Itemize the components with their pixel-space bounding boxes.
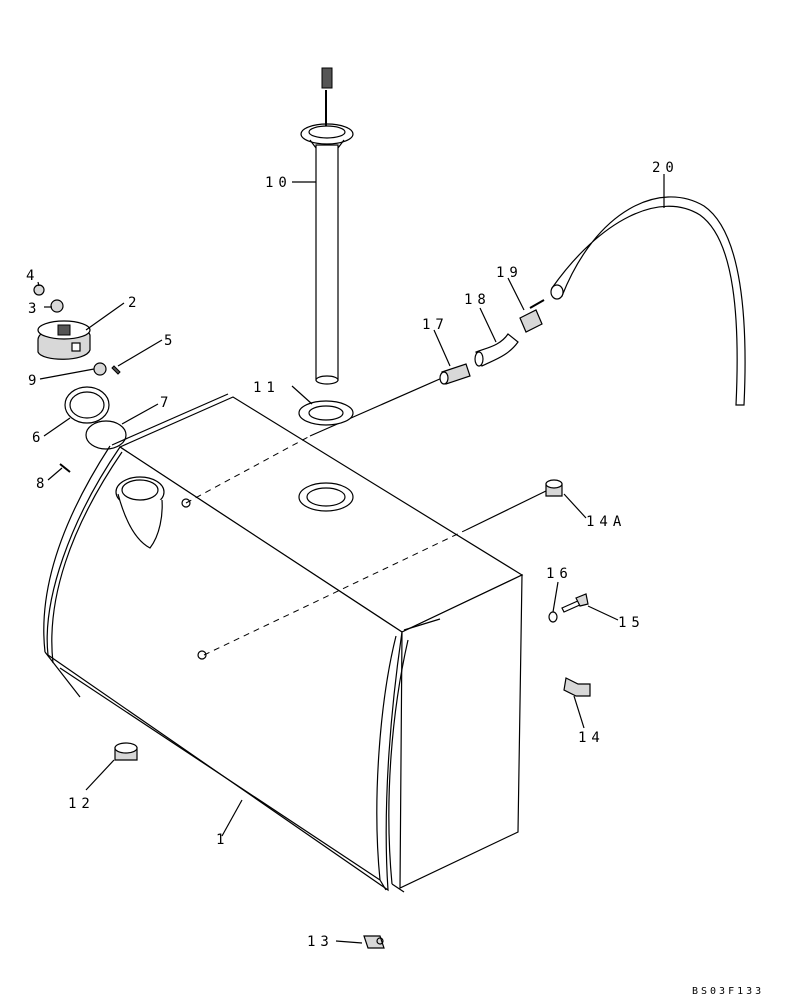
callout-11: 11 xyxy=(253,380,280,396)
elbow-13 xyxy=(363,935,385,949)
callout-12: 12 xyxy=(68,796,95,812)
callout-5: 5 xyxy=(164,333,177,349)
callout-9: 9 xyxy=(28,373,41,389)
snap-ring-7 xyxy=(85,420,127,450)
fuel-sender-10 xyxy=(300,67,354,385)
plug-12 xyxy=(114,742,138,761)
callout-17: 17 xyxy=(422,317,449,333)
pin-8 xyxy=(59,463,71,473)
screw-5 xyxy=(111,365,121,375)
callout-8: 8 xyxy=(36,476,49,492)
leader-lines xyxy=(185,377,549,656)
callout-4: 4 xyxy=(26,268,39,284)
callout-1: 1 xyxy=(216,832,229,848)
fuel-hose-20 xyxy=(550,196,746,406)
hose-elbow-18 xyxy=(474,333,519,367)
callout-13: 13 xyxy=(307,934,334,950)
callout-19: 19 xyxy=(496,265,523,281)
sender-port xyxy=(298,482,354,512)
cap-screw-3 xyxy=(50,299,64,313)
callout-14: 14 xyxy=(578,730,605,746)
callout-18: 18 xyxy=(464,292,491,308)
callout-7: 7 xyxy=(160,395,173,411)
shutoff-valve-19 xyxy=(519,299,545,333)
gasket-11 xyxy=(298,400,354,426)
callout-3: 3 xyxy=(28,301,41,317)
gasket-ring-6 xyxy=(64,386,110,424)
nut-4 xyxy=(33,284,45,296)
callout-14A: 14A xyxy=(586,514,626,530)
callout-6: 6 xyxy=(32,430,45,446)
bolt-15 xyxy=(561,593,589,613)
callout-leaders xyxy=(37,174,665,944)
fuel-tank xyxy=(43,393,524,893)
filler-cap-2 xyxy=(37,320,91,360)
washer-16 xyxy=(548,611,558,623)
plug-14A xyxy=(545,479,563,497)
callout-10: 10 xyxy=(265,175,292,191)
drawing-code: BS03F133 xyxy=(692,986,764,997)
callout-2: 2 xyxy=(128,295,141,311)
elbow-14 xyxy=(563,677,591,697)
adapter-17 xyxy=(439,363,471,385)
callout-16: 16 xyxy=(546,566,573,582)
callout-15: 15 xyxy=(618,615,645,631)
callout-20: 20 xyxy=(652,160,679,176)
nut-9 xyxy=(93,362,107,376)
